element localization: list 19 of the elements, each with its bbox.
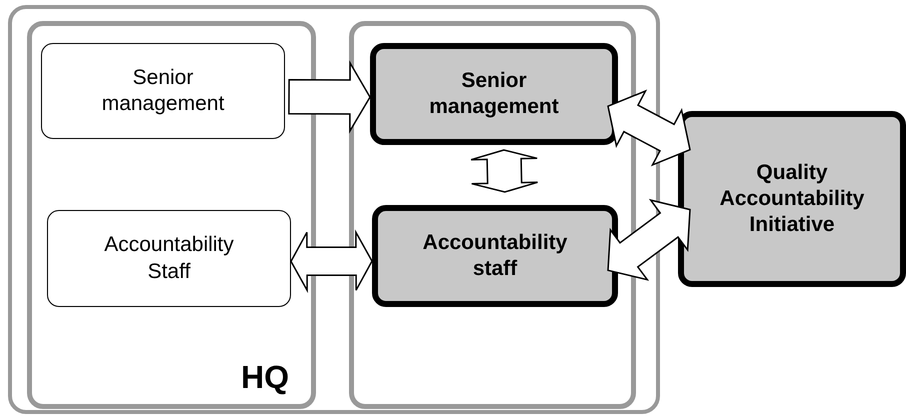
box-label: Accountability staff	[422, 230, 568, 282]
box-label: Senior management	[100, 64, 226, 117]
role-box	[372, 205, 618, 307]
outer-panel	[8, 5, 660, 414]
initiative-box	[678, 111, 906, 287]
box-label: Quality Accountability Initiative	[720, 160, 864, 238]
role-box	[370, 43, 618, 145]
box-label: Accountability Staff	[103, 232, 235, 284]
box-label: Senior management	[428, 68, 560, 120]
group-label: HQ	[241, 359, 289, 396]
double-block-arrow	[290, 229, 373, 294]
role-box	[47, 210, 291, 307]
group-panel	[349, 21, 636, 409]
double-block-arrow	[470, 149, 538, 193]
double-block-arrow	[607, 198, 691, 281]
role-box	[41, 43, 285, 139]
double-block-arrow	[607, 90, 691, 166]
block-arrow	[288, 60, 371, 134]
hq-panel	[27, 21, 316, 409]
